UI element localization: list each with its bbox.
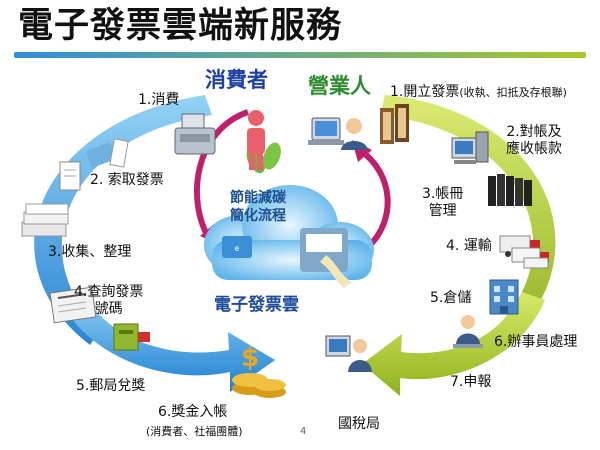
binders-icon xyxy=(488,174,532,206)
invoice-books-icon xyxy=(380,104,409,144)
svg-text:e: e xyxy=(235,244,240,253)
consumer-step-4-line2: 號碼 xyxy=(94,300,123,317)
merchant-step-7: 7.申報 xyxy=(450,374,492,390)
cloud-label: 電子發票雲 xyxy=(214,295,299,315)
consumer-flow-arc xyxy=(34,95,212,345)
tax-officer-icon xyxy=(325,335,372,372)
consumer-flow-arc-bottom xyxy=(60,295,275,392)
building-icon xyxy=(489,279,519,315)
consumer-step-1: 1.消費 xyxy=(138,92,180,108)
merchant-role-label: 營業人 xyxy=(308,74,371,98)
document-stack-icon xyxy=(21,203,69,237)
consumer-step-2: 2. 索取發票 xyxy=(90,172,164,188)
merchant-step-1-label: 1.開立發票 xyxy=(390,84,460,100)
receipt-icon xyxy=(59,161,81,191)
page-number: 4 xyxy=(300,426,307,437)
consumer-person-icon xyxy=(247,110,265,170)
merchant-step-1-note: (收執、扣抵及存根聯) xyxy=(459,86,567,99)
svg-text:$: $ xyxy=(241,343,259,373)
consumer-step-5: 5.郵局兌獎 xyxy=(76,378,146,394)
trucks-icon xyxy=(499,235,549,269)
merchant-step-2: 2.對帳及 應收帳款 xyxy=(506,124,562,158)
merchant-step-4: 4. 運輸 xyxy=(446,238,492,254)
merchant-step-3: 3.帳冊 管理 xyxy=(422,186,463,220)
coins-icon: $ xyxy=(232,343,286,398)
consumer-step-3: 3.收集、整理 xyxy=(48,244,132,260)
consumer-step-6: 6.獎金入帳 xyxy=(158,404,228,420)
credit-card-icon xyxy=(86,138,129,168)
consumer-role-label: 消費者 xyxy=(205,68,268,92)
merchant-step-3-line1: 3.帳冊 xyxy=(422,186,464,202)
page-title: 電子發票雲端新服務 xyxy=(18,6,343,46)
tax-bureau-label: 國稅局 xyxy=(338,416,380,432)
merchant-person-icon xyxy=(308,117,368,150)
computer-icon xyxy=(451,131,489,164)
clerk-icon xyxy=(453,315,483,348)
consumer-step-4: 4.查詢發票 號碼 xyxy=(74,284,143,318)
center-slogan-line1: 節能減碳 xyxy=(230,190,286,206)
merchant-step-2-line2: 應收帳款 xyxy=(506,140,562,157)
merchant-step-5: 5.倉儲 xyxy=(430,290,472,306)
cloud-server-icon: e xyxy=(204,185,374,288)
merchant-step-2-line1: 2.對帳及 xyxy=(506,124,562,140)
consumer-step-4-line1: 4.查詢發票 xyxy=(74,284,144,300)
title-underline xyxy=(14,52,586,58)
post-office-icon xyxy=(113,323,150,351)
merchant-flow-arc xyxy=(380,95,556,330)
center-slogan: 節能減碳 簡化流程 xyxy=(230,190,286,225)
center-slogan-line2: 簡化流程 xyxy=(230,207,286,224)
merchant-step-6: 6.辦事員處理 xyxy=(494,334,578,350)
consumer-loop-arrow xyxy=(193,109,250,242)
newspaper-icon xyxy=(49,286,97,324)
merchant-step-1: 1.開立發票(收執、扣抵及存根聯) xyxy=(390,84,567,100)
merchant-loop-arrow xyxy=(358,147,391,248)
merchant-step-3-line2: 管理 xyxy=(428,202,457,219)
cash-register-icon xyxy=(174,113,216,155)
merchant-flow-arc-bottom xyxy=(362,292,545,396)
consumer-step-6-note: (消費者、社福團體) xyxy=(146,425,243,438)
